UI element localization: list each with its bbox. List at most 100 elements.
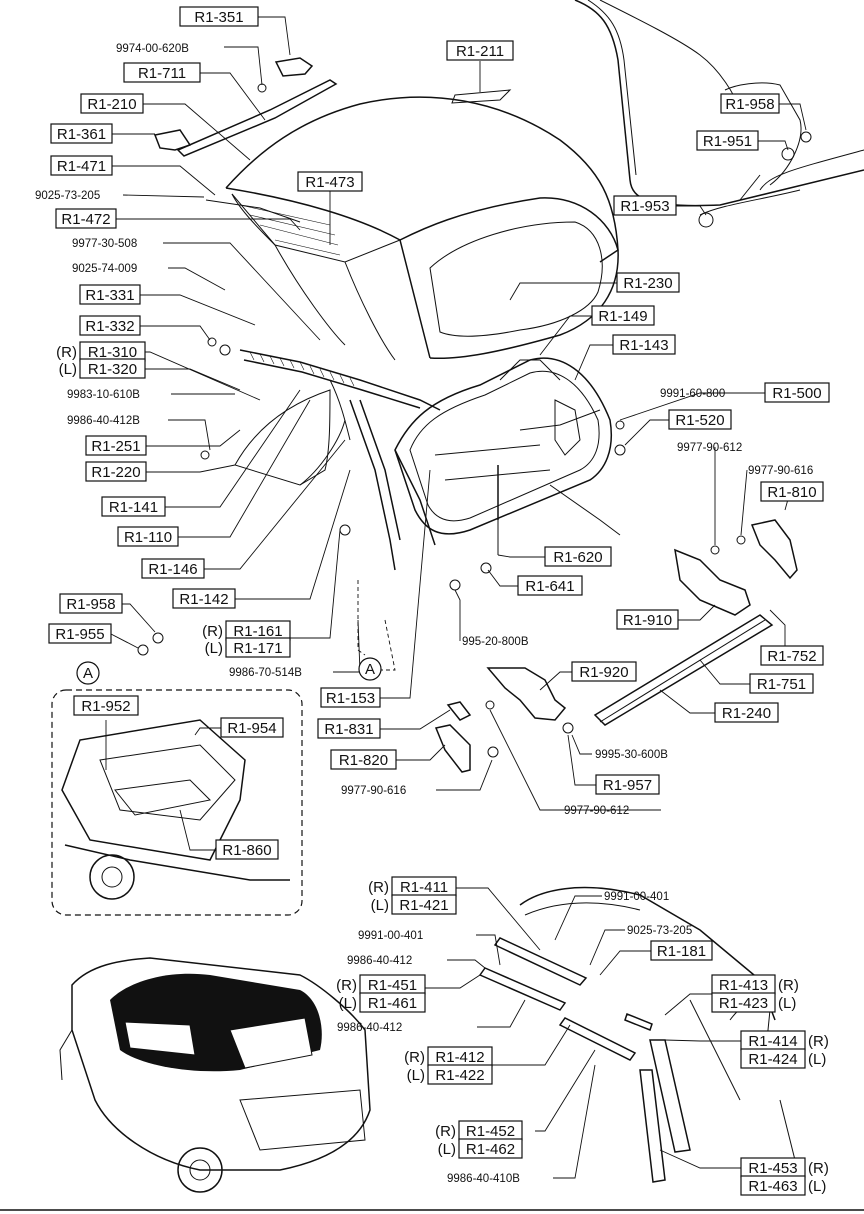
callout-r1-711: R1-711 — [123, 62, 201, 83]
callout-box — [141, 558, 205, 579]
part-number: 9991-00-401 — [358, 930, 423, 942]
callout-text: R1-149 — [598, 308, 647, 325]
callout-text: R1-422 — [435, 1067, 484, 1084]
callout-r1-810: R1-810 — [760, 481, 824, 502]
reference-mark-a-left: A — [76, 661, 100, 685]
callout-text: R1-451 — [368, 977, 417, 994]
callout-box — [320, 687, 381, 708]
part-number: 9986-40-412B — [67, 415, 140, 427]
callout-text: R1-953 — [620, 198, 669, 215]
callout-box — [59, 593, 123, 614]
callout-box — [458, 1138, 523, 1159]
callout-r1-230: R1-230 — [616, 272, 680, 293]
part-number: 9991-00-401 — [604, 891, 669, 903]
part-number: 9977-30-508 — [72, 238, 137, 250]
callout-r1-910: R1-910 — [616, 609, 679, 630]
callout-r1-411: R1-411(R) — [368, 876, 457, 897]
callout-box — [613, 195, 677, 216]
callout-box — [749, 673, 814, 694]
callout-box — [79, 358, 146, 379]
callout-text: R1-641 — [525, 578, 574, 595]
side-mark: (R) — [435, 1123, 456, 1140]
callout-r1-620: R1-620 — [544, 546, 612, 567]
callout-r1-461: R1-461(L) — [339, 992, 426, 1013]
callout-text: R1-414 — [748, 1033, 797, 1050]
side-mark: (R) — [778, 977, 799, 994]
callout-box — [714, 702, 779, 723]
callout-r1-520: R1-520 — [668, 409, 732, 430]
callout-r1-860: R1-860 — [215, 839, 279, 860]
callout-text: R1-331 — [85, 287, 134, 304]
callout-r1-251: R1-251 — [85, 435, 147, 456]
callout-text: R1-452 — [466, 1123, 515, 1140]
part-number: 9991-60-800 — [660, 388, 725, 400]
callout-text: R1-951 — [703, 133, 752, 150]
callout-box — [55, 208, 117, 229]
callout-box — [73, 695, 139, 716]
callout-box — [172, 588, 236, 609]
callout-text: R1-820 — [339, 752, 388, 769]
side-mark: (L) — [59, 361, 77, 378]
callout-box — [740, 1048, 806, 1069]
callout-text: R1-958 — [66, 596, 115, 613]
side-mark: (L) — [778, 995, 796, 1012]
callout-r1-752: R1-752 — [760, 645, 824, 666]
callout-r1-451: R1-451(R) — [336, 974, 426, 995]
callout-text: R1-230 — [623, 275, 672, 292]
callout-r1-421: R1-421(L) — [371, 894, 457, 915]
callout-r1-955: R1-955 — [48, 623, 112, 644]
callout-box — [595, 774, 660, 795]
callout-text: R1-831 — [324, 721, 373, 738]
callout-text: R1-110 — [124, 529, 172, 546]
side-mark: (L) — [205, 640, 223, 657]
callout-box — [764, 382, 830, 403]
callout-labels: R1-351R1-711R1-210R1-361R1-471R1-472R1-4… — [48, 6, 830, 1196]
callout-r1-472: R1-472 — [55, 208, 117, 229]
part-number: 9983-10-610B — [67, 389, 140, 401]
callout-r1-110: R1-110 — [117, 526, 179, 547]
part-number: 995-20-800B — [462, 636, 529, 648]
callout-text: R1-141 — [109, 499, 158, 516]
part-number: 9986-40-412 — [337, 1022, 402, 1034]
callout-box — [616, 272, 680, 293]
callout-box — [446, 40, 514, 61]
side-mark: (R) — [808, 1033, 829, 1050]
callout-box — [220, 717, 284, 738]
part-number: 9974-00-620B — [116, 43, 189, 55]
callout-box — [225, 637, 291, 658]
part-number: 9986-40-410B — [447, 1173, 520, 1185]
callout-r1-958: R1-958 — [59, 593, 123, 614]
callout-text: R1-411 — [400, 879, 448, 896]
callout-r1-153: R1-153 — [320, 687, 381, 708]
callout-text: R1-810 — [767, 484, 816, 501]
callout-r1-361: R1-361 — [50, 123, 113, 144]
callout-r1-181: R1-181 — [650, 940, 713, 961]
callout-r1-141: R1-141 — [101, 496, 166, 517]
side-mark: (L) — [808, 1178, 826, 1195]
callout-text: R1-320 — [88, 361, 137, 378]
callout-r1-920: R1-920 — [571, 661, 637, 682]
callout-text: R1-711 — [138, 65, 186, 82]
callout-box — [696, 130, 759, 151]
callout-box — [650, 940, 713, 961]
part-number: 9986-70-514B — [229, 667, 302, 679]
callout-r1-820: R1-820 — [330, 749, 397, 770]
callout-text: R1-361 — [57, 126, 106, 143]
side-mark: (R) — [808, 1160, 829, 1177]
side-mark: (L) — [371, 897, 389, 914]
callout-r1-143: R1-143 — [612, 334, 676, 355]
callout-r1-331: R1-331 — [79, 284, 141, 305]
callout-text: R1-860 — [222, 842, 271, 859]
callout-r1-412: R1-412(R) — [404, 1046, 493, 1067]
callout-text: R1-143 — [619, 337, 668, 354]
callout-r1-957: R1-957 — [595, 774, 660, 795]
side-mark: (R) — [56, 344, 77, 361]
part-number: 9025-73-205 — [35, 190, 100, 202]
callout-box — [544, 546, 612, 567]
callout-r1-210: R1-210 — [80, 93, 144, 114]
callout-box — [571, 661, 637, 682]
callout-text: R1-473 — [305, 174, 354, 191]
callout-r1-958: R1-958 — [720, 93, 780, 114]
callout-box — [101, 496, 166, 517]
